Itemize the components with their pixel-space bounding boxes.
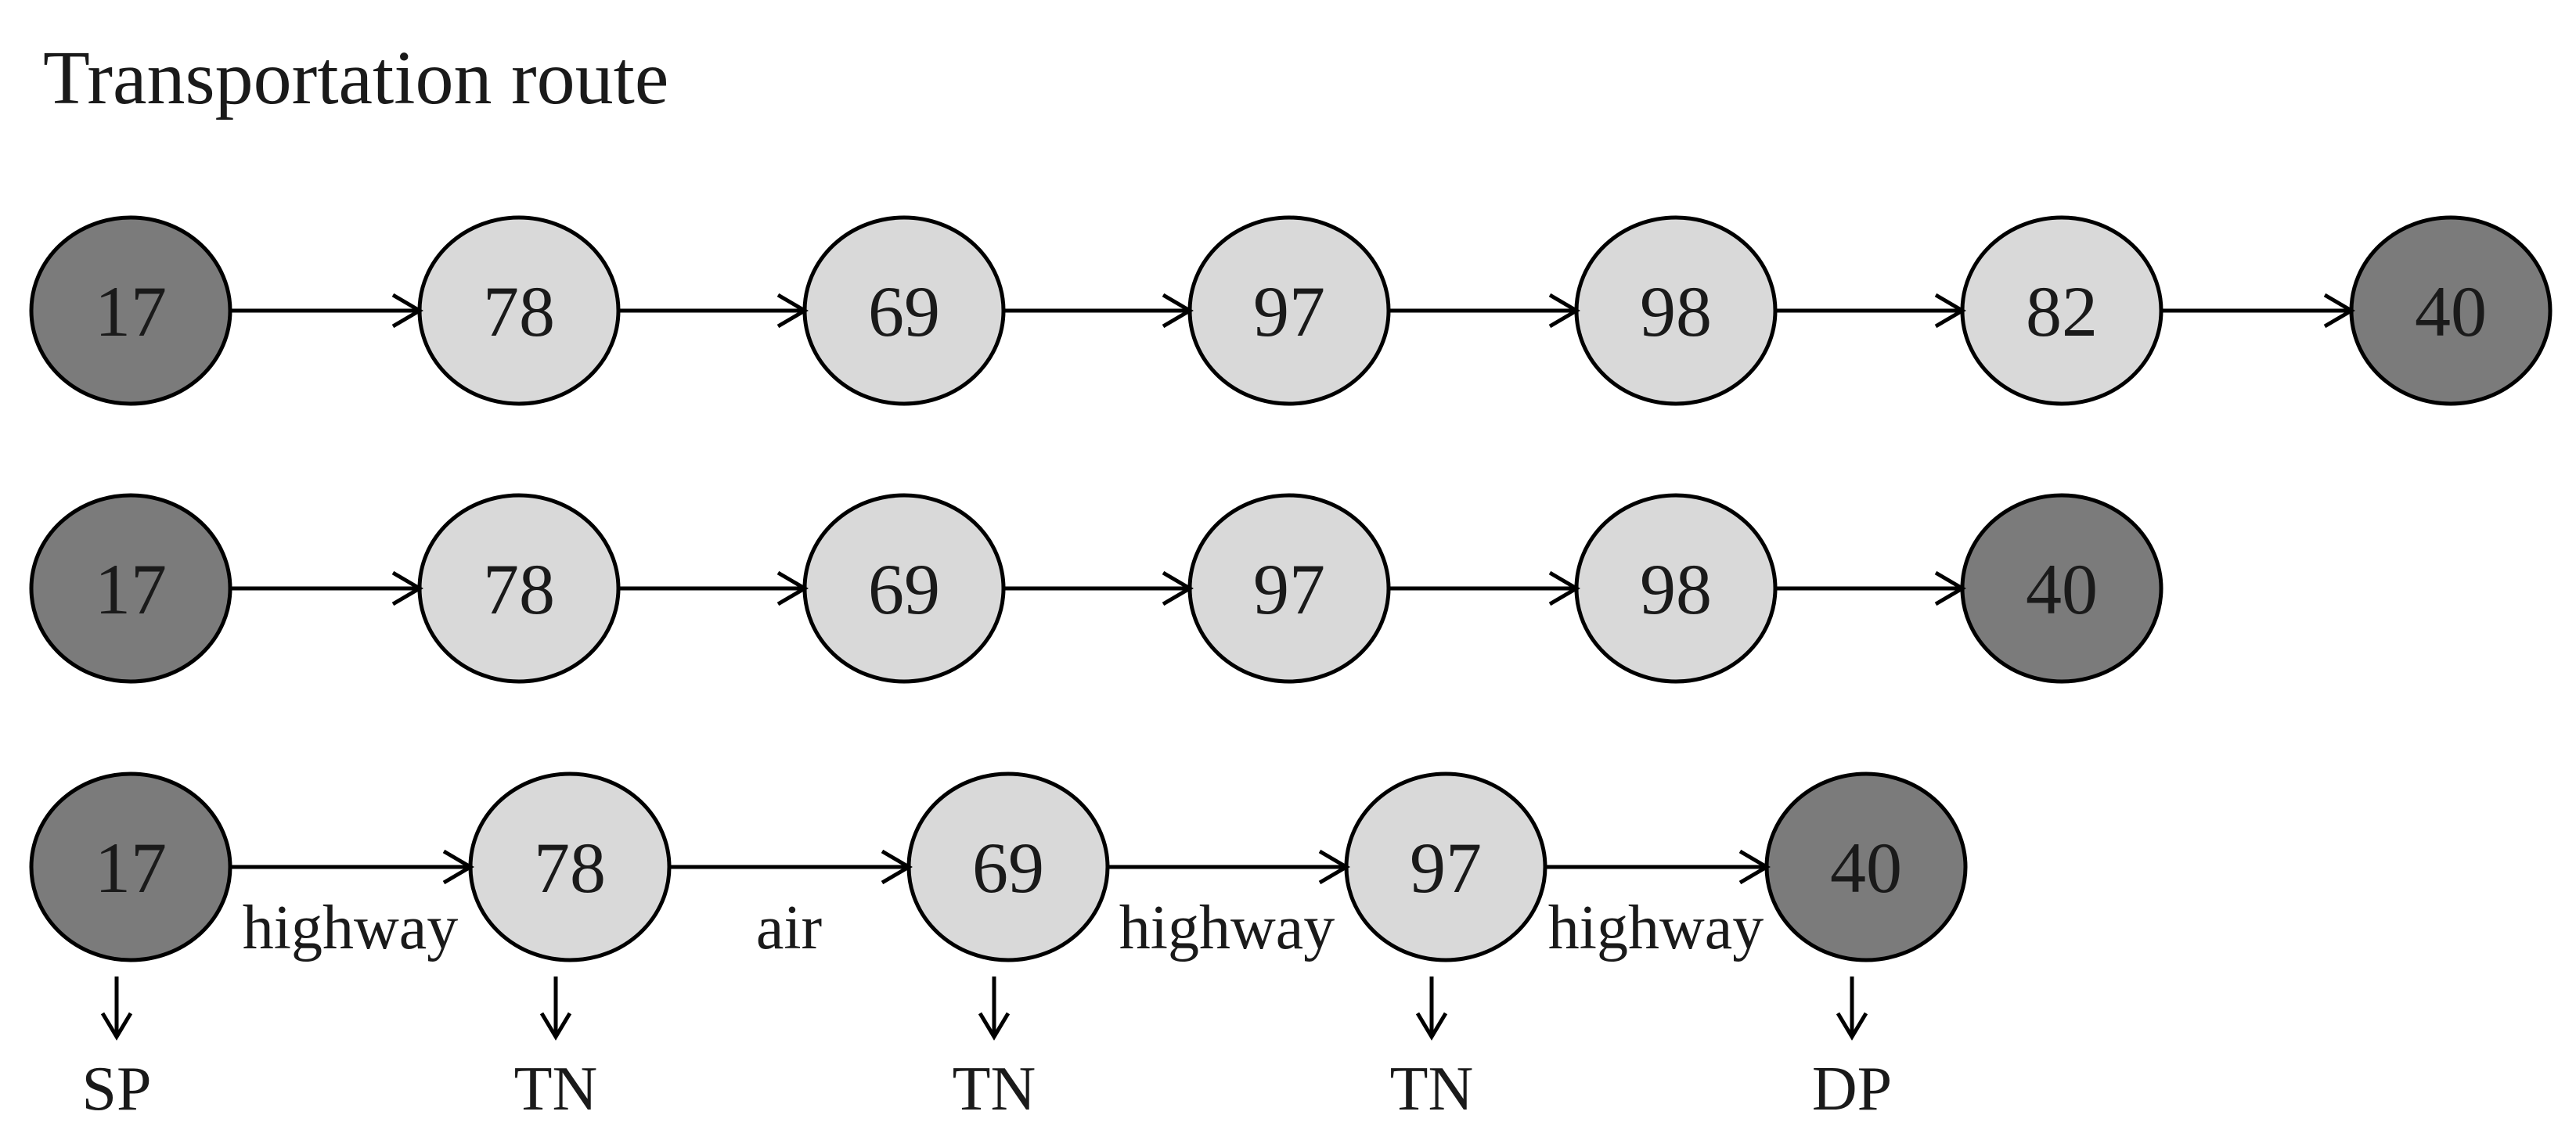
arrowhead-icon	[1162, 570, 1194, 606]
node-label: 40	[2415, 272, 2487, 351]
arrowhead-icon	[1548, 293, 1580, 329]
endpoint-node	[29, 215, 232, 406]
node-role-label: TN	[1390, 1055, 1474, 1124]
arrowhead-icon	[2323, 293, 2355, 329]
arrowhead-icon	[1738, 849, 1771, 885]
node-label: 17	[95, 272, 167, 351]
node-label: 97	[1410, 828, 1482, 908]
node-role-label: TN	[514, 1055, 598, 1124]
arrowhead-icon	[1318, 849, 1350, 885]
arrowhead-icon	[1162, 293, 1194, 329]
route-row-1: 17 78 69 97 98 82 40	[29, 215, 2553, 406]
node-label: 40	[2026, 549, 2098, 629]
edge-mode-label: highway	[243, 894, 459, 962]
arrowhead-icon	[1934, 570, 1966, 606]
arrowhead-icon	[391, 570, 423, 606]
node-label: 78	[483, 549, 555, 629]
node-label: 69	[972, 828, 1044, 908]
node-label: 17	[95, 828, 167, 908]
node-label: 40	[1830, 828, 1902, 908]
node-label: 97	[1253, 549, 1325, 629]
node-label: 98	[1640, 272, 1712, 351]
node-label: 78	[483, 272, 555, 351]
endpoint-node	[29, 772, 232, 962]
diagram-title: Transportation route	[43, 36, 669, 120]
endpoint-node	[29, 493, 232, 684]
arrowhead-icon	[776, 293, 809, 329]
arrowhead-icon	[391, 293, 423, 329]
down-arrowhead-icon	[1836, 1012, 1868, 1041]
arrowhead-icon	[776, 570, 809, 606]
node-label: 78	[534, 828, 606, 908]
down-arrowhead-icon	[539, 1012, 572, 1041]
node-label: 69	[868, 549, 940, 629]
edge-mode-label: highway	[1548, 894, 1764, 962]
route-row-2: 17 78 69 97 98 40	[29, 493, 2163, 684]
node-role-label: TN	[953, 1055, 1036, 1124]
node-label: 82	[2026, 272, 2098, 351]
node-label: 98	[1640, 549, 1712, 629]
down-arrowhead-icon	[100, 1012, 133, 1041]
node-role-label: SP	[82, 1055, 152, 1124]
arrowhead-icon	[1934, 293, 1966, 329]
arrowhead-icon	[1548, 570, 1580, 606]
node-label: 97	[1253, 272, 1325, 351]
arrowhead-icon	[881, 849, 913, 885]
edge-mode-label: highway	[1119, 894, 1335, 962]
down-arrowhead-icon	[978, 1012, 1011, 1041]
down-arrowhead-icon	[1415, 1012, 1448, 1041]
arrowhead-icon	[442, 849, 474, 885]
node-role-label: DP	[1812, 1055, 1892, 1124]
node-label: 17	[95, 549, 167, 629]
edge-mode-label: air	[756, 894, 822, 962]
node-label: 69	[868, 272, 940, 351]
